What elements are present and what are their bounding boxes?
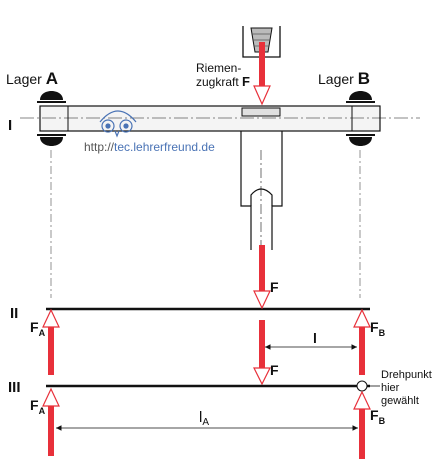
force-a-upper-label: FA — [30, 319, 46, 338]
bearing-a-label: Lager A — [6, 69, 58, 88]
force-b-upper-arrow — [353, 308, 371, 375]
projection-lines — [50, 150, 361, 298]
force-a-lower-sub: A — [39, 406, 46, 416]
bearing-b-letter: B — [358, 69, 370, 88]
belt-force-symbol: F — [242, 74, 250, 89]
pivot-marker — [356, 380, 368, 392]
pivot-label: Drehpunkt hier gewählt — [381, 369, 432, 407]
watermark-domain: tec.lehrerfreund.de — [114, 140, 215, 154]
watermark-prefix: http:// — [84, 140, 115, 154]
belt-force-label: Riemen- zugkraft F — [196, 61, 250, 89]
force-a-upper-main: F — [30, 319, 39, 335]
force-a-lower-main: F — [30, 397, 39, 413]
svg-text:Lager A: Lager A — [6, 69, 58, 88]
distance-la-sub: A — [202, 417, 209, 428]
force-b-upper-sub: B — [379, 328, 386, 338]
force-a-lower-arrow — [42, 387, 60, 456]
bearing-b — [346, 91, 375, 146]
force-a-lower-label: FA — [30, 397, 46, 416]
force-b-lower-arrow — [353, 390, 371, 459]
force-b-lower-main: F — [370, 407, 379, 423]
pulley-hub — [240, 131, 283, 250]
pivot-line1: Drehpunkt — [381, 369, 432, 381]
force-b-upper-label: FB — [370, 319, 386, 338]
bearing-a-word: Lager — [6, 71, 42, 87]
watermark: http://tec.lehrerfreund.de — [84, 110, 215, 154]
belt-force-line1: Riemen- — [196, 61, 241, 75]
bearing-b-label: Lager B — [318, 69, 370, 88]
force-b-lower-sub: B — [379, 416, 386, 426]
section-label-2: II — [10, 305, 18, 322]
svg-text:http://tec.lehrerfreund.de: http://tec.lehrerfreund.de — [84, 140, 215, 154]
svg-text:lA: lA — [199, 409, 209, 428]
force-f-upper-label: F — [270, 279, 279, 295]
force-f-lower-label: F — [270, 362, 279, 378]
pivot-line2: hier — [381, 382, 400, 394]
section-label-3: III — [8, 379, 21, 396]
owl-logo — [99, 110, 137, 138]
force-a-upper-arrow — [42, 308, 60, 375]
distance-la-main: l — [199, 409, 202, 426]
force-f-upper-arrow — [253, 245, 271, 310]
belt-force-line2: zugkraft — [196, 75, 239, 89]
svg-text:Lager B: Lager B — [318, 69, 370, 88]
force-b-lower-label: FB — [370, 407, 386, 426]
pivot-line3: gewählt — [381, 395, 419, 407]
force-a-upper-sub: A — [39, 328, 46, 338]
force-f-lower-arrow — [253, 320, 271, 386]
force-b-upper-main: F — [370, 319, 379, 335]
shaft — [20, 105, 420, 132]
bearing-a — [37, 91, 66, 146]
svg-text:zugkraft F: zugkraft F — [196, 74, 250, 89]
bearing-a-letter: A — [46, 69, 58, 88]
belt-force-arrow — [253, 42, 271, 106]
distance-l-label: l — [313, 330, 317, 346]
bearing-b-word: Lager — [318, 71, 354, 87]
section-label-1: I — [8, 117, 12, 134]
